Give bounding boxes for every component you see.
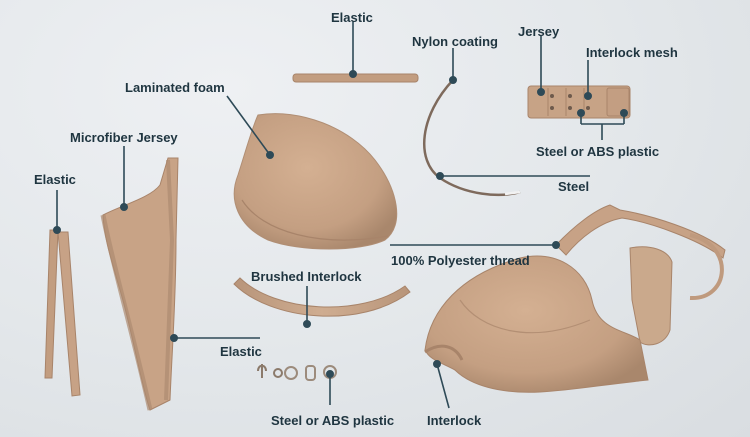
leader-dot [348,70,357,79]
leader-dot [325,369,334,378]
wing-elastic-edge [164,159,175,401]
leader-dot [265,151,274,160]
wing-elastic-edge [100,214,153,411]
eye-hole [568,106,572,110]
slider-finding [305,365,316,381]
bra-strap-loop [689,233,724,301]
label-polyester-thread: 100% Polyester thread [391,253,530,268]
leader-laminated-foam [226,95,271,156]
ring-finding-small [273,368,283,378]
cup-edge-seam [241,199,389,241]
label-elastic-left: Elastic [34,172,76,187]
leader-lines [52,22,628,409]
leader-dot [170,333,179,342]
leader-dot [302,319,311,328]
leader-dot [120,203,129,212]
leader-dot [619,109,628,118]
label-laminated-foam: Laminated foam [125,80,225,95]
leader-dot [435,172,444,181]
eye-hole [586,106,590,110]
leader-dot [576,109,585,118]
leader-dot [536,88,545,97]
leader-dot [551,241,560,250]
label-steel-abs-plastic-hooks: Steel or ABS plastic [536,144,660,159]
hook-finding [257,364,267,378]
label-steel: Steel [558,179,590,194]
bra-gore-edge [424,344,464,361]
leader-dot [52,226,61,235]
eye-hole [550,94,554,98]
label-elastic-bottom: Elastic [220,344,262,359]
leader-interlock [436,363,450,409]
leader-dot [432,359,441,368]
ring-finding [284,366,298,380]
label-interlock-mesh: Interlock mesh [586,45,678,60]
label-jersey: Jersey [518,24,560,39]
leader-dot [448,76,457,85]
label-nylon-coating: Nylon coating [412,34,498,49]
bra-side-panel [629,246,673,346]
label-brushed-interlock: Brushed Interlock [251,269,362,284]
label-steel-abs-plastic-rings: Steel or ABS plastic [271,413,395,428]
bra-strap-right [555,204,726,259]
hook-eye-tape [527,85,631,119]
elastic-left-strap-2 [57,231,81,397]
brushed-interlock-band [233,277,411,317]
elastic-left-strap [44,229,59,379]
eye-hole [550,106,554,110]
underwire-tip [504,190,521,196]
label-elastic-top: Elastic [331,10,373,25]
label-microfiber-jersey: Microfiber Jersey [70,130,178,145]
leader-dot [583,92,592,101]
bra-cup-seam [459,299,591,334]
hook-tab [606,87,630,117]
eye-hole [568,94,572,98]
bra-body [424,255,649,393]
label-interlock: Interlock [427,413,482,428]
foam-cup [233,113,398,250]
